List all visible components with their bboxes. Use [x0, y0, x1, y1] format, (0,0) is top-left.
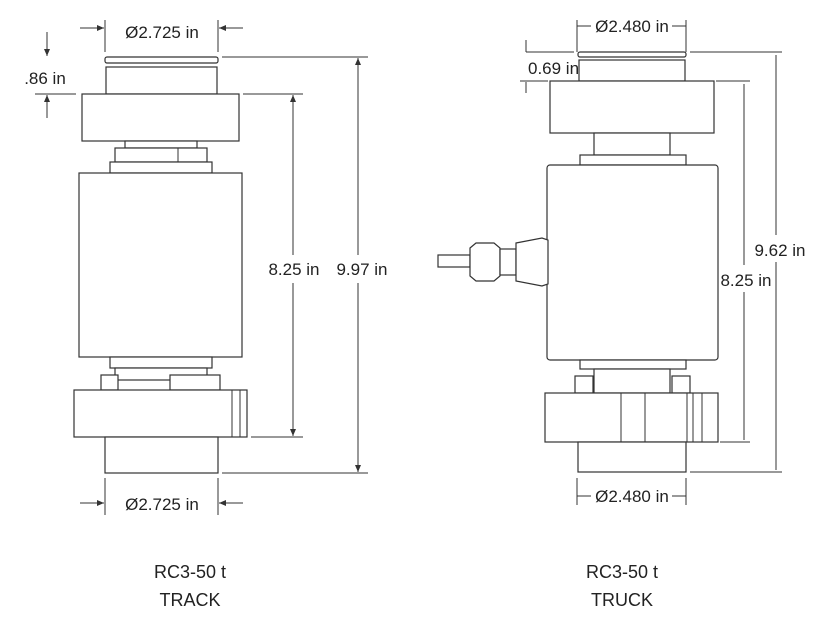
truck-caption: RC3-50 t TRUCK — [522, 558, 722, 614]
track-overall-height: 9.97 in — [336, 260, 387, 279]
truck-dimensions: Ø2.480 in 0.69 in 9.62 in 8.25 in Ø2.480… — [520, 17, 806, 506]
truck-top-diameter: Ø2.480 in — [595, 17, 669, 36]
truck-variant: TRUCK — [591, 590, 653, 610]
track-lower-flange — [73, 389, 248, 438]
track-body — [78, 172, 243, 358]
track-load-cell — [73, 56, 248, 474]
track-bottom-diameter: Ø2.725 in — [125, 495, 199, 514]
track-inner-height: 8.25 in — [268, 260, 319, 279]
truck-upper-flange — [549, 80, 715, 134]
truck-inner-height: 8.25 in — [720, 271, 771, 290]
cable-gland — [437, 237, 549, 287]
truck-cap-height: 0.69 in — [528, 59, 579, 78]
track-variant: TRACK — [159, 590, 221, 610]
truck-bottom-diameter: Ø2.480 in — [595, 487, 669, 506]
truck-overall-height: 9.62 in — [754, 241, 805, 260]
truck-lower-flange — [544, 392, 719, 443]
track-cap-height: .86 in — [24, 69, 66, 88]
track-model: RC3-50 t — [153, 562, 227, 582]
track-dimensions: Ø2.725 in .86 in 8.25 in 9.97 in Ø2.725 … — [24, 20, 388, 515]
track-upper-flange — [81, 93, 240, 142]
track-caption: RC3-50 t TRACK — [90, 558, 290, 614]
truck-body — [546, 164, 719, 361]
track-top-diameter: Ø2.725 in — [125, 23, 199, 42]
truck-model: RC3-50 t — [585, 562, 659, 582]
truck-load-cell — [437, 51, 719, 473]
